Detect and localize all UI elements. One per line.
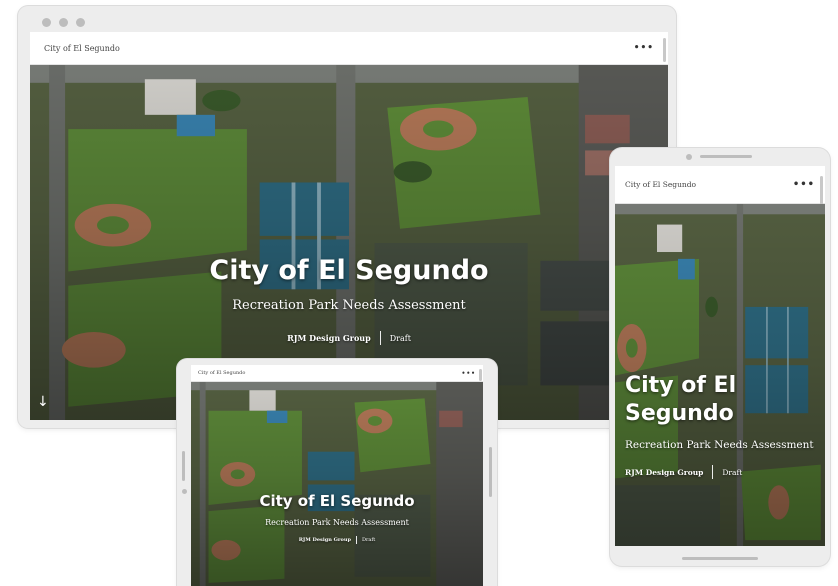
side-button [182, 451, 185, 481]
story-title: City of El Segundo [625, 373, 737, 426]
story-header: City of El Segundo ••• [615, 166, 825, 212]
story-header: City of El Segundo ••• [191, 365, 483, 382]
hero-overlay [615, 204, 825, 546]
window-dot-icon [42, 18, 51, 27]
window-controls [42, 18, 85, 27]
aerial-image [615, 204, 825, 546]
phone-frame: City of El Segundo ••• [610, 148, 830, 566]
tablet-frame: City of El Segundo ••• [177, 359, 497, 586]
byline-divider [379, 331, 381, 345]
byline-divider [356, 536, 358, 544]
hero-overlay [191, 382, 483, 586]
home-indicator [682, 557, 758, 560]
author-name: RJM Design Group [298, 537, 352, 543]
hero-cover: City of El Segundo Recreation Park Needs… [191, 382, 483, 586]
byline: RJM Design Group Draft [625, 465, 817, 479]
phone-screen: City of El Segundo ••• [615, 166, 825, 546]
story-subtitle: Recreation Park Needs Assessment [265, 518, 409, 527]
story-header: City of El Segundo ••• [30, 32, 668, 65]
tablet-screen: City of El Segundo ••• [191, 365, 483, 586]
story-title: City of El Segundo [259, 492, 415, 510]
window-dot-icon [76, 18, 85, 27]
camera-icon [686, 154, 692, 160]
status-label: Draft [362, 537, 376, 543]
header-title[interactable]: City of El Segundo [625, 180, 697, 189]
hero-text: City of El Segundo Recreation Park Needs… [191, 492, 483, 544]
hero-text: City of El Segundo Recreation Park Needs… [30, 255, 668, 345]
byline: RJM Design Group Draft [191, 536, 483, 544]
desktop-frame: City of El Segundo ••• [18, 6, 676, 428]
more-options-icon[interactable]: ••• [633, 43, 654, 53]
more-options-icon[interactable]: ••• [792, 179, 815, 190]
scrollbar[interactable] [663, 38, 666, 62]
story-title: City of El Segundo [209, 255, 489, 286]
side-button [489, 447, 492, 497]
header-title[interactable]: City of El Segundo [198, 370, 246, 376]
author-name: RJM Design Group [625, 467, 704, 477]
arrow-down-icon[interactable]: ↓ [37, 394, 49, 410]
camera-icon [182, 489, 187, 494]
story-subtitle: Recreation Park Needs Assessment [625, 439, 814, 451]
more-options-icon[interactable]: ••• [461, 369, 476, 377]
speaker-grille [700, 155, 752, 158]
story-subtitle: Recreation Park Needs Assessment [232, 298, 466, 313]
window-dot-icon [59, 18, 68, 27]
header-title[interactable]: City of El Segundo [44, 43, 120, 53]
status-label: Draft [389, 333, 411, 343]
desktop-screen: City of El Segundo ••• [30, 32, 668, 420]
author-name: RJM Design Group [287, 333, 371, 343]
scrollbar[interactable] [479, 369, 482, 381]
scrollbar[interactable] [820, 176, 823, 212]
hero-cover: City of El Segundo Recreation Park Needs… [30, 65, 668, 420]
status-label: Draft [722, 467, 743, 477]
byline: RJM Design Group Draft [30, 331, 668, 345]
byline-divider [712, 465, 714, 479]
hero-text: City of El Segundo Recreation Park Needs… [625, 372, 817, 479]
aerial-image [191, 382, 483, 586]
hero-cover: City of El Segundo Recreation Park Needs… [615, 204, 825, 546]
